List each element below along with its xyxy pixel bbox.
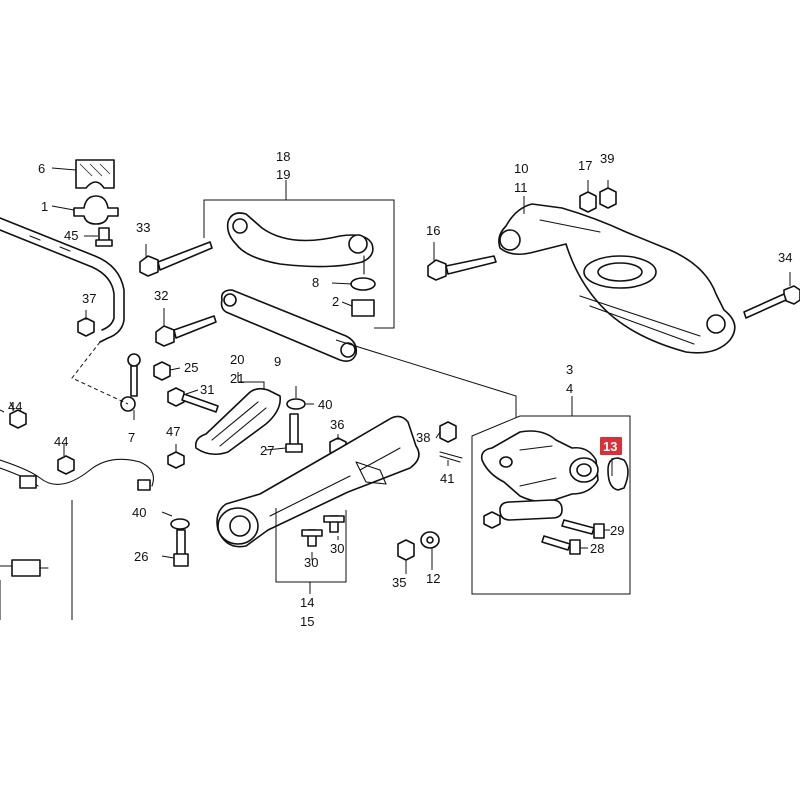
nut-35 [397, 539, 415, 561]
callout-30-a: 30 [304, 555, 318, 570]
callout-35: 35 [392, 575, 406, 590]
callout-13: 13 [603, 439, 617, 454]
callout-40-top: 40 [318, 397, 332, 412]
nut-37 [77, 317, 95, 337]
callout-9: 9 [274, 354, 281, 369]
callout-8: 8 [312, 275, 319, 290]
washer-12 [420, 531, 440, 549]
callout-44-lower: 44 [54, 434, 68, 449]
bolt-16 [427, 255, 497, 281]
sensor-harness [0, 458, 155, 491]
callout-1: 1 [41, 199, 48, 214]
bolt-34 [743, 285, 800, 319]
callout-19: 19 [276, 167, 290, 182]
callout-labels: 6 1 45 37 7 18 19 8 2 33 32 9 25 31 20 2… [8, 149, 792, 629]
callout-26: 26 [134, 549, 148, 564]
callout-30-b: 30 [330, 541, 344, 556]
callout-2: 2 [332, 294, 339, 309]
stabilizer-link [120, 353, 141, 412]
bolt-26 [173, 529, 189, 567]
bolt-30-a [301, 529, 323, 547]
callout-7: 7 [128, 430, 135, 445]
callout-37: 37 [82, 291, 96, 306]
washer-40-lower [170, 518, 190, 530]
bolt-33 [139, 241, 213, 277]
stabilizer-holder [73, 195, 119, 225]
bolt-28 [541, 535, 581, 555]
bolt-30-b [323, 515, 345, 533]
trailing-arm [216, 415, 420, 548]
callout-38: 38 [416, 430, 430, 445]
callout-29: 29 [610, 523, 624, 538]
callout-33: 33 [136, 220, 150, 235]
callout-4: 4 [566, 381, 573, 396]
callout-27: 27 [260, 443, 274, 458]
washer-40 [286, 398, 306, 410]
compliance-bushing [607, 457, 629, 491]
nut-25 [153, 361, 171, 381]
cotter-pin [439, 451, 463, 463]
callout-41: 41 [440, 471, 454, 486]
callout-15: 15 [300, 614, 314, 629]
bolt-47 [167, 451, 185, 469]
stabilizer-bushing [75, 159, 115, 189]
callout-31: 31 [200, 382, 214, 397]
bolt-45 [95, 227, 113, 247]
connector [0, 559, 49, 577]
bolt-knuckle-small [483, 511, 501, 529]
callout-39: 39 [600, 151, 614, 166]
bolt-31 [167, 387, 219, 413]
stabilizer-bar [0, 217, 125, 343]
callout-18: 18 [276, 149, 290, 164]
callout-20: 20 [230, 352, 244, 367]
callout-12: 12 [426, 571, 440, 586]
clip-44-lower [57, 455, 75, 475]
nut-17 [579, 191, 597, 213]
clip-44-upper [9, 409, 27, 429]
callout-6: 6 [38, 161, 45, 176]
callout-44-upper: 44 [8, 399, 22, 414]
bolt-27 [285, 413, 303, 453]
leader-lines [0, 167, 791, 620]
lower-arm [498, 203, 736, 354]
callout-21: 21 [230, 371, 244, 386]
nut-38 [439, 421, 457, 443]
bolt-29 [561, 519, 605, 539]
callout-28: 28 [590, 541, 604, 556]
bolt-32 [155, 315, 217, 347]
ball-joint-nut [351, 299, 375, 317]
upper-arm [226, 212, 374, 275]
callout-40-lower: 40 [132, 505, 146, 520]
callout-45: 45 [64, 228, 78, 243]
ball-joint-boot [350, 277, 376, 291]
callout-14: 14 [300, 595, 314, 610]
compensator-arm [220, 289, 358, 362]
callout-3: 3 [566, 362, 573, 377]
callout-10: 10 [514, 161, 528, 176]
callout-32: 32 [154, 288, 168, 303]
callout-17: 17 [578, 158, 592, 173]
callout-47: 47 [166, 424, 180, 439]
highlighted-callout-13[interactable]: 13 [600, 437, 622, 455]
knuckle-box [471, 415, 631, 595]
bracket-20-21 [194, 387, 282, 456]
callout-11: 11 [514, 180, 528, 195]
callout-36: 36 [330, 417, 344, 432]
knuckle [480, 430, 599, 521]
callout-25: 25 [184, 360, 198, 375]
callout-34: 34 [778, 250, 792, 265]
callout-16: 16 [426, 223, 440, 238]
bolt-39 [599, 187, 617, 209]
